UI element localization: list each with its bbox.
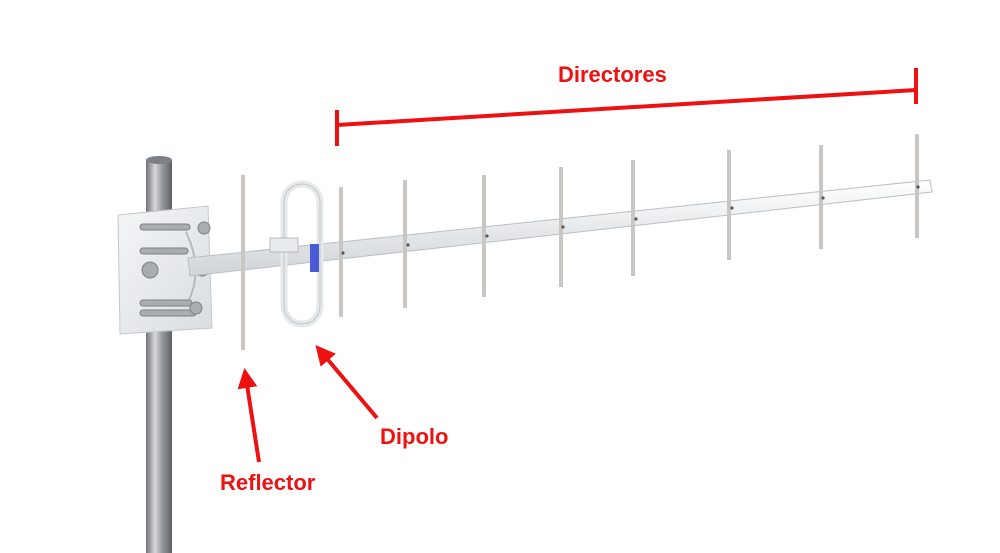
directors bbox=[339, 134, 920, 317]
directores-label: Directores bbox=[558, 62, 667, 87]
director-element bbox=[482, 175, 486, 297]
director-element bbox=[631, 160, 635, 276]
director-element bbox=[559, 167, 563, 287]
mounting-bracket bbox=[117, 205, 213, 335]
dipole-feed-point bbox=[310, 244, 319, 272]
director-element bbox=[403, 180, 407, 308]
reflector-arrow bbox=[237, 368, 261, 463]
dipolo-label: Dipolo bbox=[380, 424, 449, 449]
reflector-label: Reflector bbox=[220, 470, 316, 495]
directores-bracket bbox=[335, 68, 918, 146]
mast-top bbox=[146, 156, 172, 164]
director-element bbox=[727, 150, 731, 260]
director-element bbox=[339, 187, 343, 317]
dipole-element bbox=[269, 180, 324, 328]
director-element bbox=[819, 145, 823, 249]
dipolo-arrow bbox=[315, 344, 379, 420]
reflector-element bbox=[241, 175, 245, 350]
